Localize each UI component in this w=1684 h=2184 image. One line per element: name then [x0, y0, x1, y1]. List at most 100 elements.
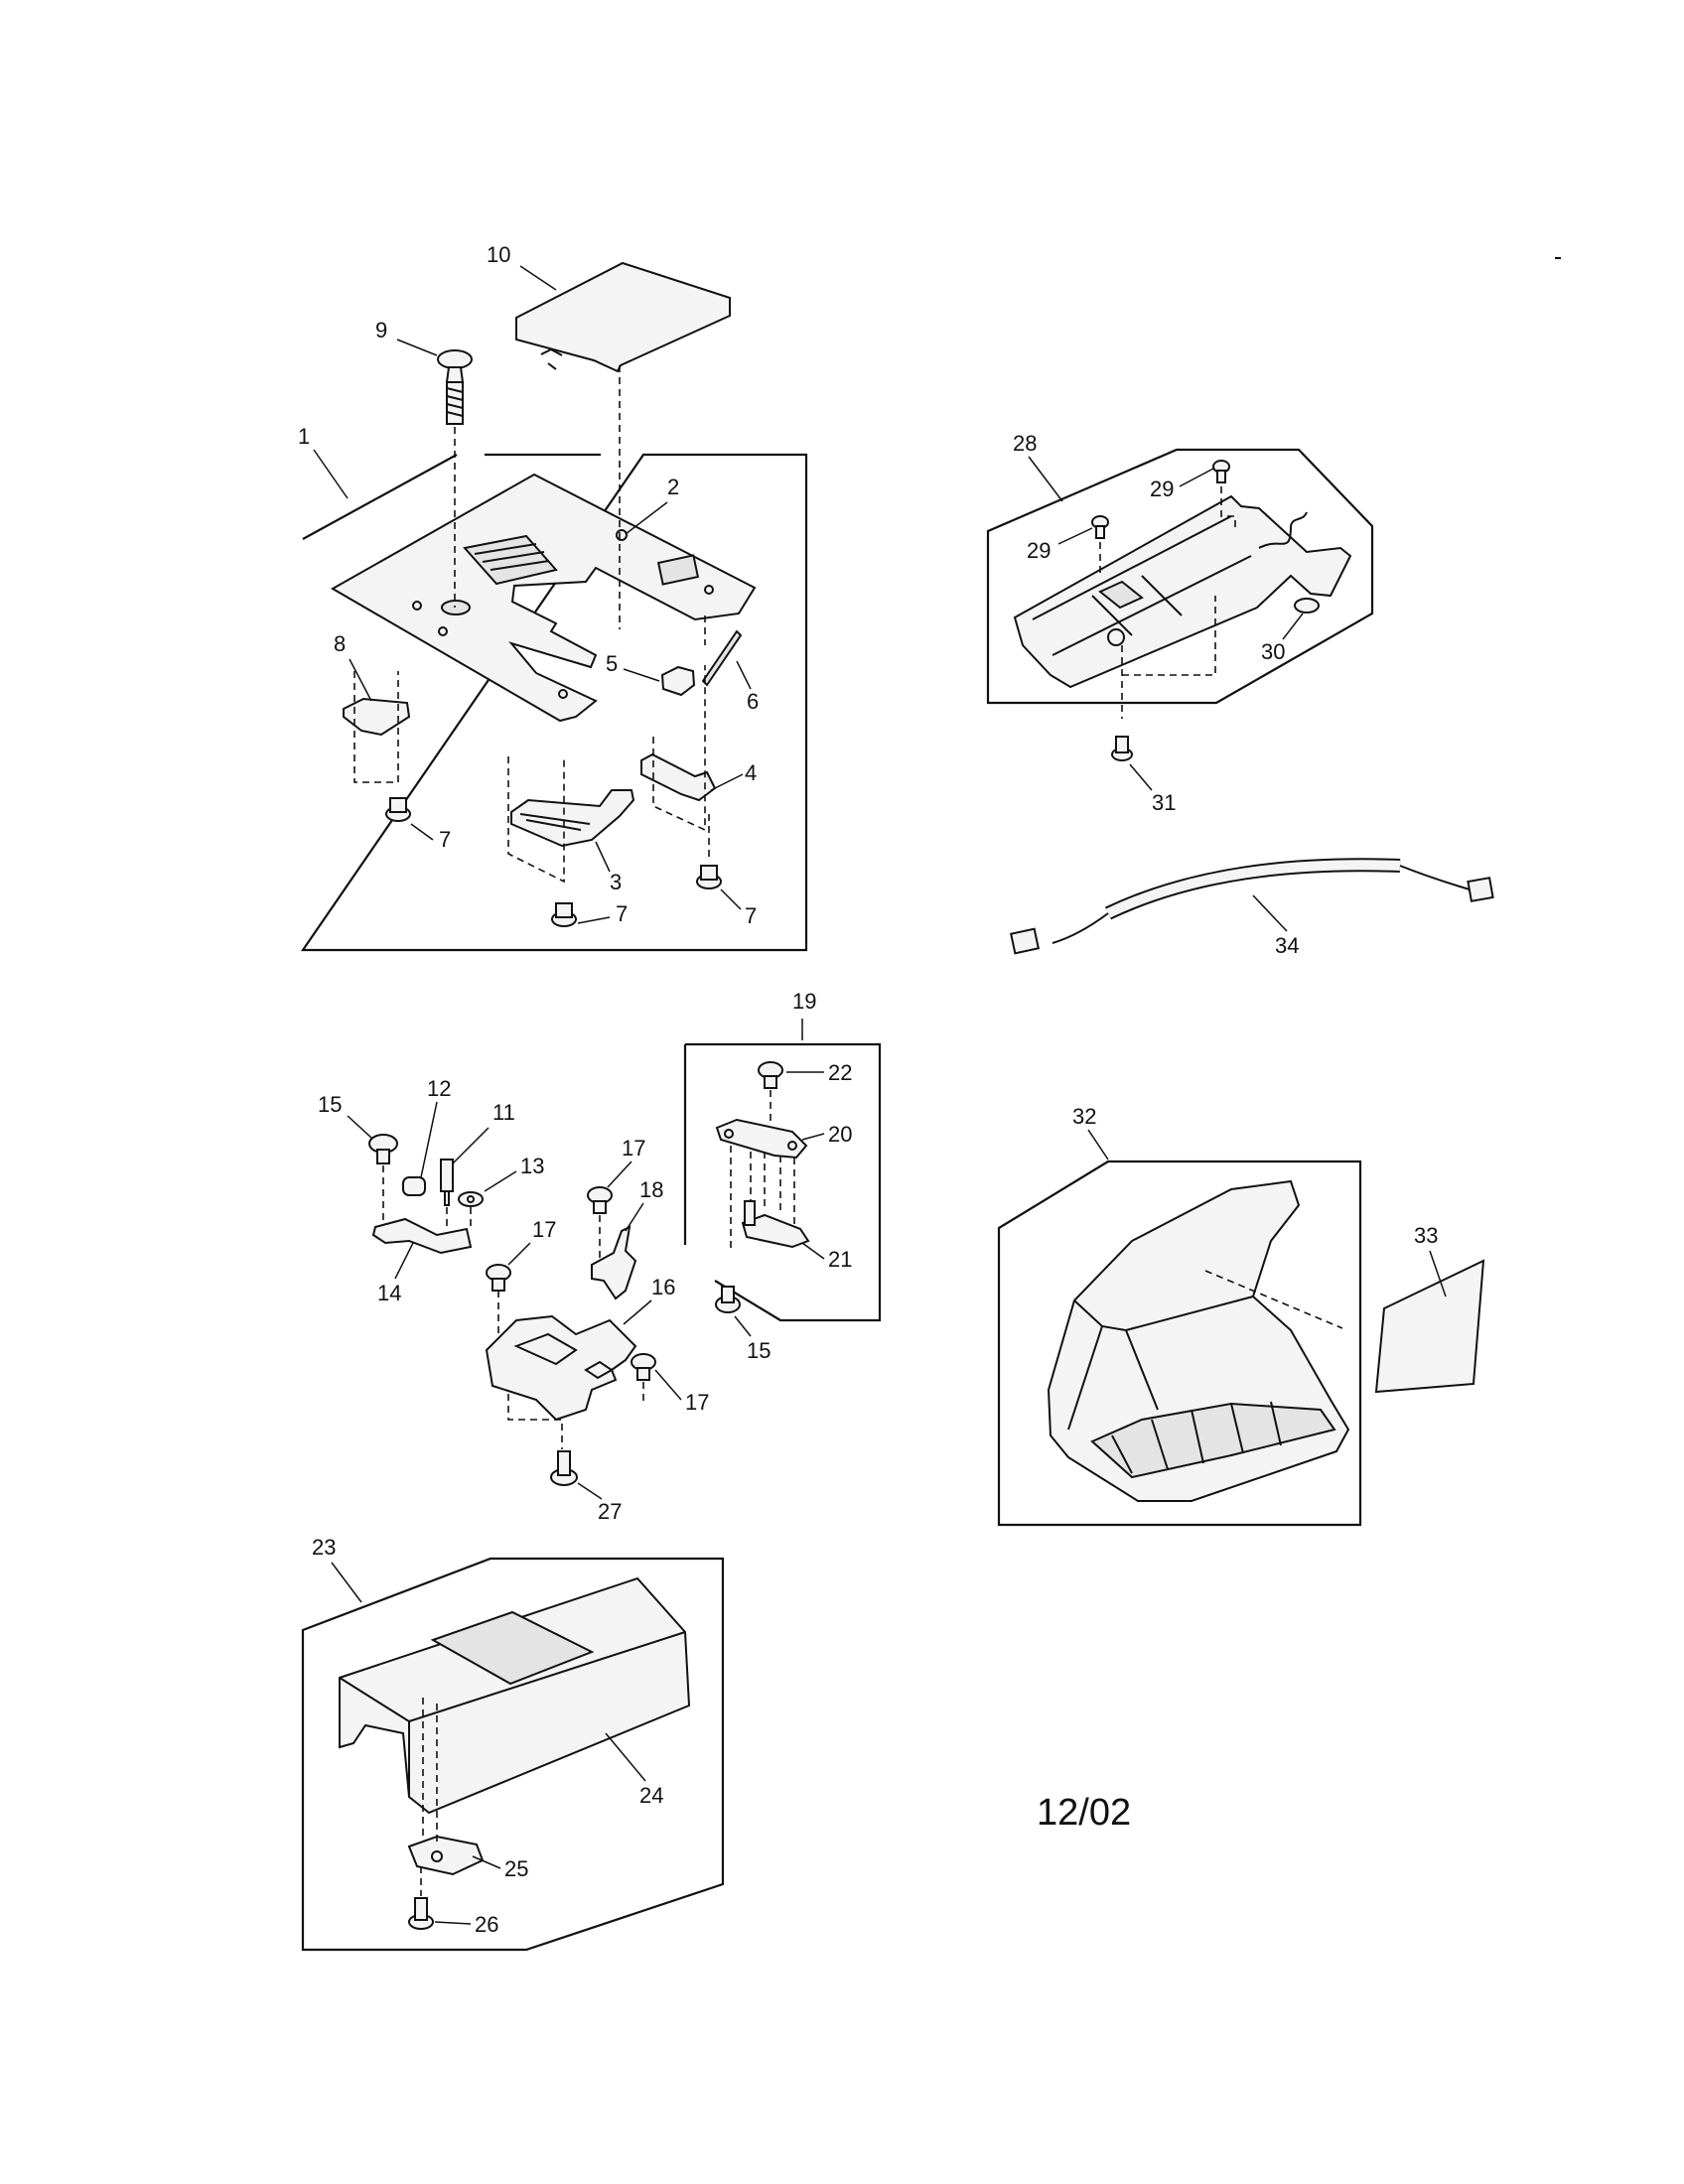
leader-32	[1087, 1129, 1109, 1160]
bracket-25-hole	[431, 1850, 443, 1862]
group-lever-parts: 15 12 11 13 14 17 18 17 16 17 27	[318, 1076, 709, 1524]
callout-23: 23	[312, 1535, 336, 1560]
leader-13	[484, 1170, 517, 1192]
leader-14	[394, 1242, 414, 1280]
dash-tray	[1204, 1270, 1343, 1329]
leader-15b	[734, 1315, 752, 1337]
leader-34	[1252, 894, 1288, 932]
latch-plate-4	[640, 752, 717, 802]
leader-15a	[347, 1115, 372, 1139]
screw-7a	[385, 797, 411, 822]
dash-20	[730, 1146, 795, 1251]
callout-7b: 7	[616, 901, 628, 926]
leader-30	[1282, 613, 1304, 640]
screw-hole-2	[438, 626, 448, 636]
callout-3: 3	[610, 870, 622, 894]
thumb-screw	[437, 349, 473, 425]
leader-9	[396, 339, 438, 356]
leader-7a	[410, 823, 434, 841]
callout-24: 24	[639, 1783, 663, 1808]
cable-connector-left	[1009, 927, 1041, 955]
group-top-cover: 23 24 25 26	[301, 1535, 725, 1952]
screw-15a	[368, 1134, 398, 1164]
screw-22	[758, 1061, 783, 1089]
leader-20	[801, 1133, 825, 1141]
screw-17c	[631, 1353, 656, 1381]
leader-29a	[1179, 468, 1214, 487]
screw-hole-1	[412, 601, 422, 611]
callout-6: 6	[747, 689, 759, 714]
dash-16	[507, 1382, 644, 1449]
tray-dividers	[1111, 1401, 1282, 1474]
callout-25: 25	[504, 1856, 528, 1881]
screw-7c	[696, 865, 722, 889]
leader-21	[801, 1242, 825, 1260]
leader-8	[349, 658, 372, 702]
revision-date: 12/02	[1037, 1792, 1131, 1834]
leader-33	[1429, 1250, 1447, 1297]
screw-29b	[1091, 515, 1109, 539]
latch-button-5	[660, 665, 696, 697]
dash-11	[446, 1207, 472, 1231]
callout-28: 28	[1013, 431, 1037, 456]
screw-15b	[715, 1286, 741, 1313]
callout-14: 14	[377, 1281, 401, 1305]
screw-31	[1111, 736, 1133, 761]
plate-20	[715, 1118, 808, 1160]
leader-1	[313, 449, 349, 499]
dash-cover	[422, 1698, 438, 1846]
callout-17a: 17	[622, 1136, 645, 1160]
screw-hole-4	[558, 689, 568, 699]
dash-latch	[652, 615, 706, 832]
top-cover-edges	[339, 1631, 686, 1797]
frame-group-1	[300, 453, 808, 952]
top-cover-window	[430, 1610, 595, 1686]
callout-16: 16	[651, 1275, 675, 1299]
callout-15b: 15	[747, 1338, 771, 1363]
callout-11: 11	[492, 1100, 515, 1125]
callout-33: 33	[1414, 1223, 1438, 1248]
screw-hole-3	[616, 529, 628, 541]
screw-29a	[1212, 460, 1230, 483]
callout-34: 34	[1275, 933, 1299, 958]
group-accessory-tray: 32 33	[997, 1104, 1485, 1527]
frame-group-32	[997, 1160, 1362, 1527]
callout-22: 22	[828, 1060, 852, 1085]
light-housing-inner	[1032, 515, 1252, 656]
group-needle-plate: 1 2 3 4 5 6 7 7 7 8 9 10	[298, 242, 808, 952]
lever-plate-14	[371, 1217, 473, 1255]
dash-bracket-8	[353, 671, 399, 783]
bobbin-window	[656, 554, 700, 586]
bobbin-cover-plate	[515, 261, 731, 373]
label-sheet-33	[1374, 1259, 1485, 1394]
leader-7c	[720, 888, 742, 910]
cable-wire-right	[1399, 865, 1471, 890]
callout-29b: 29	[1027, 538, 1051, 563]
plate-21	[741, 1213, 810, 1249]
leader-28	[1028, 456, 1063, 502]
light-housing	[1013, 494, 1352, 689]
needle-hole	[441, 600, 471, 615]
callout-13: 13	[520, 1154, 544, 1178]
leader-17a	[607, 1160, 632, 1188]
feed-dog-slot	[463, 534, 558, 586]
callout-10: 10	[487, 242, 510, 267]
lever-18	[591, 1225, 637, 1300]
frame-group-28	[986, 448, 1374, 705]
spring-6	[701, 629, 743, 687]
leader-2	[625, 501, 668, 535]
callout-27: 27	[598, 1499, 622, 1524]
callout-12: 12	[427, 1076, 451, 1101]
screw-hole-5	[704, 585, 714, 595]
socket-30	[1294, 598, 1320, 614]
leader-6	[736, 660, 752, 690]
callout-17b: 17	[532, 1217, 556, 1242]
screw-17b	[486, 1264, 511, 1292]
dash-feed-plate	[507, 756, 565, 884]
plate-20-hole-2	[787, 1141, 797, 1151]
leader-26	[434, 1921, 472, 1925]
leader-23	[331, 1562, 362, 1603]
bobbin-cover-edge	[515, 318, 563, 370]
leader-24	[605, 1732, 646, 1782]
